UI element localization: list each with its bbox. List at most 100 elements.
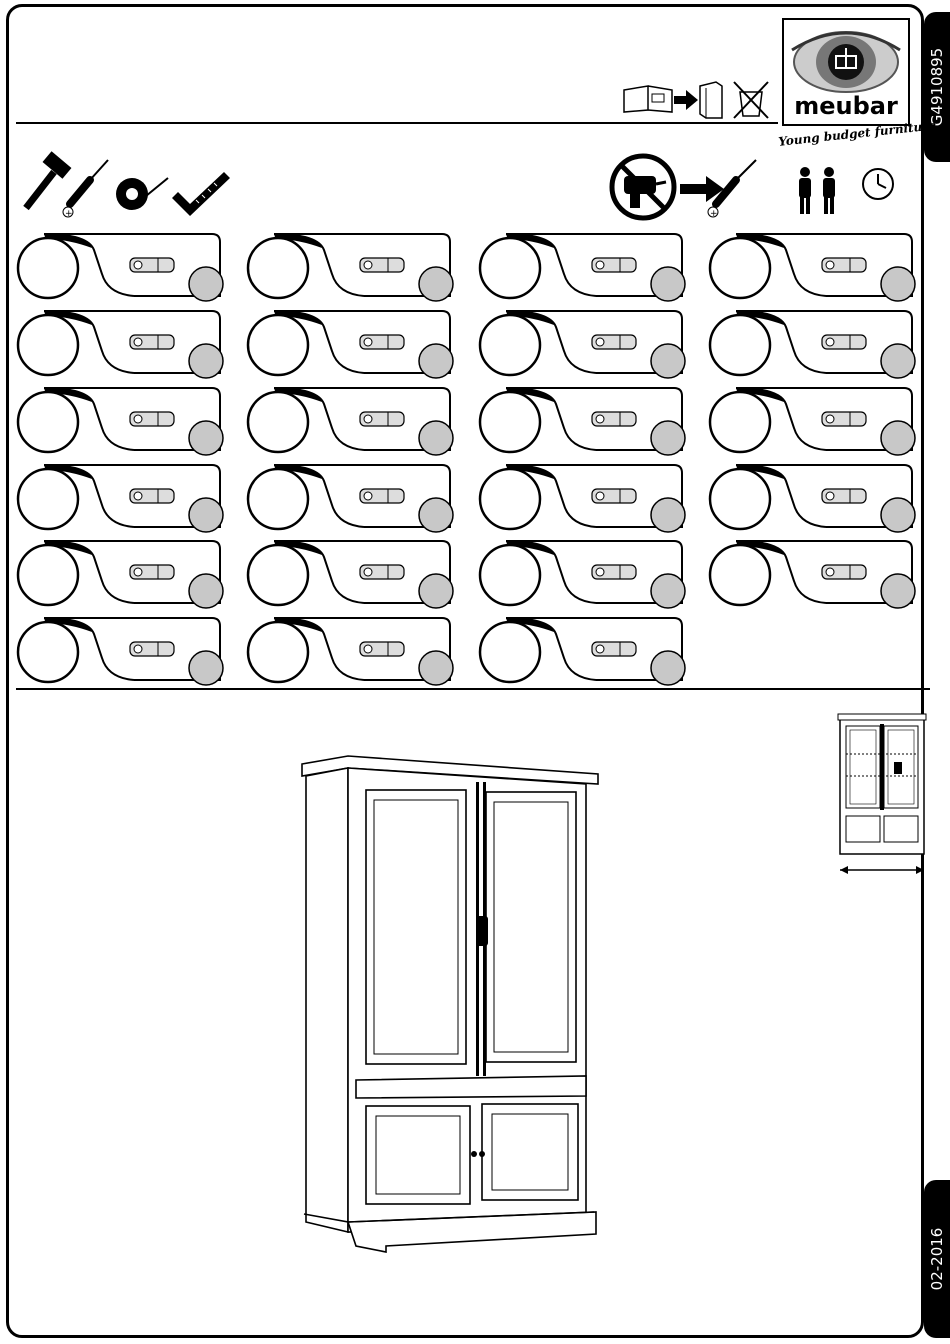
- part-number: [20, 471, 76, 527]
- part-number: [20, 547, 76, 603]
- part-card: [16, 463, 220, 529]
- document-code-tab: G4910895: [924, 12, 950, 162]
- part-number: [250, 471, 306, 527]
- part-card: [478, 539, 682, 605]
- shelf-pin-icon: [822, 335, 866, 349]
- fluted-dowel-icon: [592, 642, 636, 656]
- part-card: [246, 232, 450, 298]
- catch-plate-icon: [592, 412, 636, 426]
- screw-icon: [822, 412, 866, 426]
- part-number: [482, 394, 538, 450]
- nail-icon: [360, 335, 404, 349]
- header-divider: [16, 122, 778, 124]
- part-quantity: [880, 420, 914, 454]
- part-quantity: [418, 573, 452, 607]
- part-card: [16, 232, 220, 298]
- connector-screw-icon: [360, 565, 404, 579]
- cam-bolt-icon: [822, 258, 866, 272]
- part-card: [478, 232, 682, 298]
- part-number: [250, 624, 306, 680]
- part-quantity: [880, 343, 914, 377]
- part-quantity: [880, 573, 914, 607]
- wood-screw-icon: [130, 412, 174, 426]
- part-quantity: [880, 266, 914, 300]
- square-ruler-icon: [170, 170, 232, 218]
- part-card: [246, 463, 450, 529]
- part-number: [712, 317, 768, 373]
- rail-rod-icon: [360, 489, 404, 503]
- brand-logo: meubar: [782, 18, 910, 126]
- rail-bracket-icon: [822, 489, 866, 503]
- hanger-bracket-icon: [592, 489, 636, 503]
- part-quantity: [418, 266, 452, 300]
- part-number: [482, 471, 538, 527]
- part-number: [712, 240, 768, 296]
- part-number: [250, 317, 306, 373]
- part-number: [482, 624, 538, 680]
- part-quantity: [188, 420, 222, 454]
- part-card: [478, 386, 682, 452]
- cam-lock-icon: [592, 335, 636, 349]
- part-card: [708, 539, 912, 605]
- document-date-tab: 02-2016: [924, 1180, 950, 1338]
- tape-measure-icon: [112, 172, 170, 216]
- part-card: [246, 386, 450, 452]
- part-quantity: [188, 497, 222, 531]
- part-card: [708, 232, 912, 298]
- corner-connector-icon: [360, 412, 404, 426]
- part-card: [478, 309, 682, 375]
- svg-text:+: +: [65, 209, 73, 219]
- part-quantity: [188, 573, 222, 607]
- part-card: [246, 539, 450, 605]
- eye-logo-icon: [784, 20, 908, 100]
- shelf-support-icon: [592, 258, 636, 272]
- part-quantity: [650, 650, 684, 684]
- part-number: [250, 547, 306, 603]
- part-number: [712, 547, 768, 603]
- part-quantity: [418, 497, 452, 531]
- hinge-icon: [130, 258, 174, 272]
- part-card: [478, 616, 682, 682]
- part-card: [478, 463, 682, 529]
- part-number: [712, 394, 768, 450]
- wardrobe-dimension-icon: [834, 712, 930, 882]
- part-quantity: [188, 343, 222, 377]
- part-number: [20, 317, 76, 373]
- part-number: [712, 471, 768, 527]
- brand-name: meubar: [784, 92, 908, 120]
- no-trash-icon: [730, 78, 772, 120]
- door-stop-disc-icon: [130, 565, 174, 579]
- part-number: [20, 240, 76, 296]
- knob-icon: [130, 489, 174, 503]
- screwdriver-icon: +: [706, 158, 762, 220]
- wardrobe-illustration: [296, 752, 606, 1264]
- part-card: [16, 539, 220, 605]
- part-number: [482, 317, 538, 373]
- part-quantity: [188, 266, 222, 300]
- part-number: [20, 624, 76, 680]
- part-quantity: [650, 343, 684, 377]
- part-card: [246, 309, 450, 375]
- arrow-icon: [674, 90, 698, 110]
- part-card: [16, 616, 220, 682]
- screwdriver-icon: +: [62, 158, 112, 220]
- document-code: G4910895: [928, 48, 946, 126]
- manual-icon: [622, 84, 676, 114]
- clock-icon: [860, 166, 896, 202]
- short-euro-screw-icon: [130, 642, 174, 656]
- document-date: 02-2016: [928, 1228, 946, 1291]
- part-number: [250, 394, 306, 450]
- part-quantity: [188, 650, 222, 684]
- part-number: [20, 394, 76, 450]
- no-power-drill-icon: [608, 152, 678, 222]
- part-number: [482, 547, 538, 603]
- part-card: [708, 463, 912, 529]
- part-quantity: [418, 650, 452, 684]
- part-quantity: [880, 497, 914, 531]
- svg-text:+: +: [710, 209, 718, 219]
- part-quantity: [650, 266, 684, 300]
- hinge-plate-icon: [360, 258, 404, 272]
- part-card: [16, 386, 220, 452]
- wood-dowel-icon: [130, 335, 174, 349]
- part-card: [246, 616, 450, 682]
